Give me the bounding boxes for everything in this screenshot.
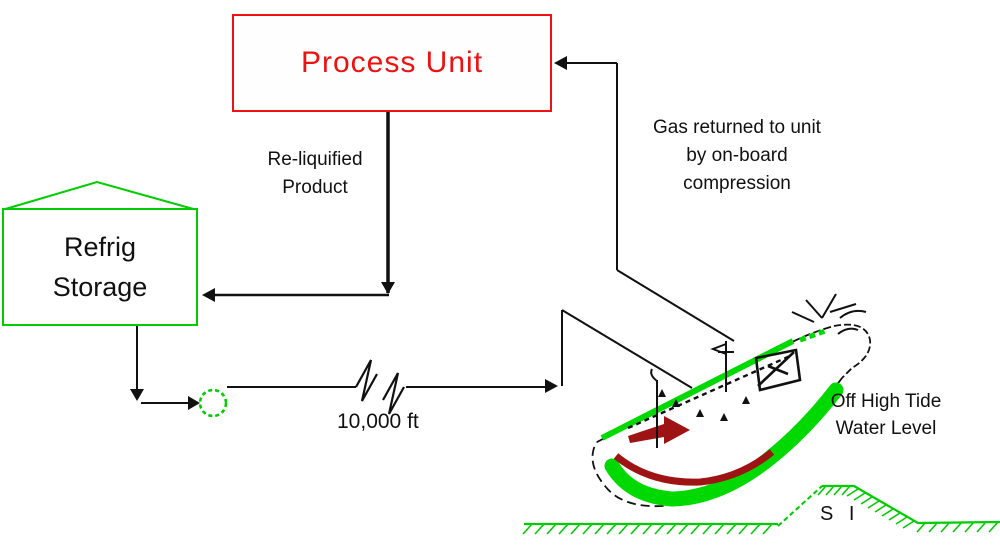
hill [777,484,1000,533]
refrig-roof [1,180,198,211]
break-symbol [355,359,378,402]
process-unit-label: Process Unit [300,46,484,79]
ship-masts [650,341,734,448]
ship-red-arrow [628,416,690,444]
arrow-to-ship-riser [545,379,558,393]
hill-hatching [817,485,999,533]
tide-line2: Water Level [835,418,937,439]
ship-bow-nose [833,323,872,379]
ship-deck-marks [658,389,750,421]
refrig-storage-label-line1: Refrig [63,232,137,262]
shoreline [522,522,778,535]
tide-line1: Off High Tide [830,391,942,412]
gas-return-line3: compression [683,173,791,194]
arrow-down-to-pump [130,389,144,401]
reliquified-line [206,112,390,297]
loading-line [136,309,693,415]
gas-return-line [557,62,735,342]
ship-bottom-band [604,382,844,507]
reliquified-line2: Product [282,177,348,198]
refrig-storage-label-line2: Storage [52,272,148,302]
shore-marker-label: S I [820,503,860,525]
arrow-into-pump [188,396,200,410]
arrow-into-refrig [202,288,215,302]
gas-return-line1: Gas returned to unit [653,117,821,138]
reliquified-line1: Re-liquified [267,149,363,170]
pipeline-distance-label: 10,000 ft [337,410,419,433]
ship-waterline-band [613,449,775,486]
process-unit-box: Process Unit [232,14,552,112]
break-symbol [382,372,405,415]
tanker-ship-illustration [591,293,872,508]
refrig-storage-box: Refrig Storage [2,208,198,326]
pump-symbol [198,388,228,418]
gas-return-label: Gas returned to unit by on-board compres… [612,114,862,198]
gas-return-line2: by on-board [686,145,788,166]
arrow-into-process-unit [554,56,567,70]
ship-bow-splash [791,293,867,335]
shore-hatching [522,523,773,535]
tide-level-label: Off High Tide Water Level [786,388,986,442]
arrow-elbow-down [381,282,395,294]
ship-centerline [627,354,791,430]
reliquified-product-label: Re-liquified Product [240,146,390,202]
ship-superstructure [754,348,802,392]
